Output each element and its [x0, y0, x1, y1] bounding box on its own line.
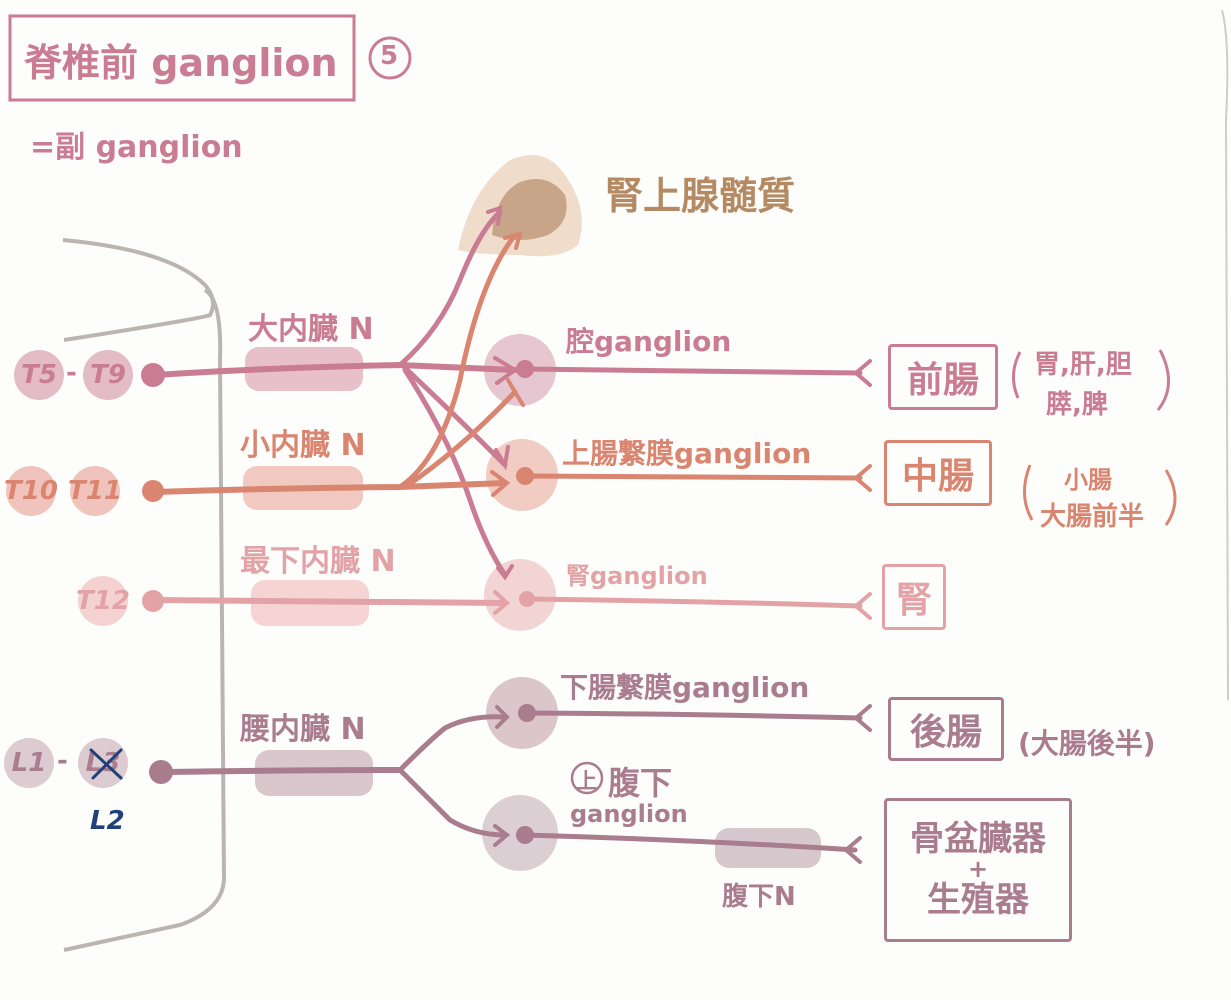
fork-renal-greater — [496, 564, 514, 581]
kidney-label: 腎 — [895, 580, 932, 621]
title-box — [8, 14, 356, 102]
lesser-splanchnic-nerve — [152, 480, 508, 495]
spinal-cord-outline — [62, 238, 216, 342]
greater-to-renal — [402, 367, 508, 578]
pelvic-plus: + — [967, 855, 989, 884]
sup-hypogastric-mark-circle — [570, 761, 604, 795]
page-title: 脊椎前 ganglion — [24, 41, 338, 85]
sup-hypogastric-to-pelvic — [522, 832, 858, 853]
lumbar-to-sup-hypogastric — [397, 767, 508, 838]
inf-mesenteric-ganglion-label: 下腸繋膜ganglion — [560, 671, 810, 704]
foregut-note-1: 胃,肝,胆 — [1034, 350, 1132, 380]
segment-t10: T10 — [4, 466, 58, 516]
pelvic-box: 骨盆臓器 + 生殖器 — [884, 798, 1072, 942]
lumbar-splanchnic-label: 腰内臓 N — [240, 712, 366, 747]
segment-t9: T9 — [83, 350, 133, 400]
fork-celiac — [493, 356, 519, 385]
segment-dash-1: - — [66, 358, 77, 388]
spinal-cord-edge — [63, 288, 227, 952]
greater-to-adrenal — [397, 209, 503, 368]
hypogastric-nerve-pad — [715, 828, 821, 868]
foregut-box: 前腸 — [888, 344, 998, 410]
hypogastric-nerve-label: 腹下N — [722, 882, 796, 912]
midgut-note-1: 小腸 — [1064, 466, 1112, 494]
hindgut-box: 後腸 — [888, 697, 1004, 761]
least-splanchnic-label: 最下内臓 N — [240, 544, 396, 579]
celiac-node — [516, 360, 534, 378]
sup-hypogastric-mark: 上 — [576, 769, 597, 793]
fork-kidney — [852, 592, 872, 620]
hindgut-note: (大腸後半) — [1018, 727, 1156, 760]
celiac-to-foregut — [522, 366, 863, 376]
fork-foregut — [852, 359, 872, 387]
kidney-box: 腎 — [882, 564, 946, 630]
hindgut-label: 後腸 — [909, 712, 982, 753]
inf-mesenteric-node — [518, 704, 536, 722]
paren-left-midgut — [1023, 464, 1034, 521]
fork-celiac-lesser — [506, 378, 525, 407]
origin-dot-t5-t9 — [141, 363, 165, 387]
lumbar-splanchnic-nerve — [160, 767, 403, 775]
fork-sup-mesenteric-greater — [494, 445, 510, 471]
sup-hypogastric-node — [516, 826, 534, 844]
renal-node — [519, 591, 535, 607]
foregut-note-2: 膵,脾 — [1046, 390, 1108, 420]
segment-l1: L1 — [4, 738, 54, 788]
sup-mesenteric-node — [516, 467, 534, 485]
segment-l2-correction: L2 — [90, 806, 125, 836]
greater-splanchnic-label: 大内臓 N — [248, 312, 374, 347]
segment-t12: T12 — [76, 576, 130, 626]
sup-mesenteric-ganglion-label: 上腸繋膜ganglion — [562, 437, 812, 470]
fork-adrenal-greater — [486, 205, 503, 226]
segment-dash-2: - — [57, 746, 68, 776]
origin-dot-l1-l2 — [149, 760, 173, 784]
lesser-to-adrenal — [397, 232, 518, 490]
renal-ganglion-blob — [484, 559, 556, 631]
sup-mesenteric-to-midgut — [522, 473, 863, 481]
lumbar-to-inf-mesenteric — [397, 714, 508, 773]
origin-dot-t10-t11 — [142, 480, 164, 502]
fork-renal — [493, 590, 511, 615]
paren-left-foregut — [1012, 351, 1022, 399]
greater-splanchnic-nerve — [152, 361, 518, 378]
fork-adrenal-lesser — [503, 231, 523, 250]
fork-hindgut — [852, 704, 872, 732]
strike-x-icon — [89, 748, 123, 780]
lesser-to-celiac — [402, 389, 518, 490]
lesser-splanchnic-label: 小内臓 N — [240, 428, 366, 463]
page-edge-line — [1221, 9, 1229, 701]
foregut-label: 前腸 — [906, 360, 979, 401]
inf-mesenteric-to-hindgut — [524, 710, 863, 721]
renal-ganglion-label: 腎ganglion — [566, 562, 708, 590]
title-number: 5 — [380, 41, 399, 71]
page-subtitle: =副 ganglion — [30, 130, 243, 165]
origin-dot-t12 — [142, 590, 164, 612]
fork-midgut — [852, 464, 872, 492]
sup-hypogastric-ganglion-label-2: ganglion — [570, 800, 688, 828]
sup-hypogastric-ganglion-label-1: 腹下 — [608, 764, 673, 802]
pelvic-label-1: 骨盆臓器 — [910, 818, 1046, 859]
paren-right-midgut — [1164, 469, 1177, 526]
title-number-circle — [368, 36, 412, 80]
adrenal-label: 腎上腺髄質 — [605, 174, 796, 218]
celiac-ganglion-label: 腔ganglion — [566, 325, 732, 358]
least-splanchnic-nerve — [152, 597, 508, 606]
fork-pelvic — [842, 836, 862, 864]
renal-to-kidney — [524, 596, 863, 609]
midgut-box: 中腸 — [884, 440, 992, 506]
adrenal-gland-inner — [492, 178, 567, 240]
midgut-note-2: 大腸前半 — [1040, 502, 1145, 532]
fork-sup-mesenteric — [490, 470, 511, 497]
fork-inf-mesenteric — [495, 705, 510, 729]
paren-right-foregut — [1156, 349, 1170, 411]
fork-sup-hypogastric — [493, 824, 511, 847]
pelvic-label-2: 生殖器 — [927, 879, 1029, 920]
midgut-label: 中腸 — [901, 456, 974, 497]
segment-t5: T5 — [14, 350, 64, 400]
segment-t11: T11 — [68, 466, 122, 516]
